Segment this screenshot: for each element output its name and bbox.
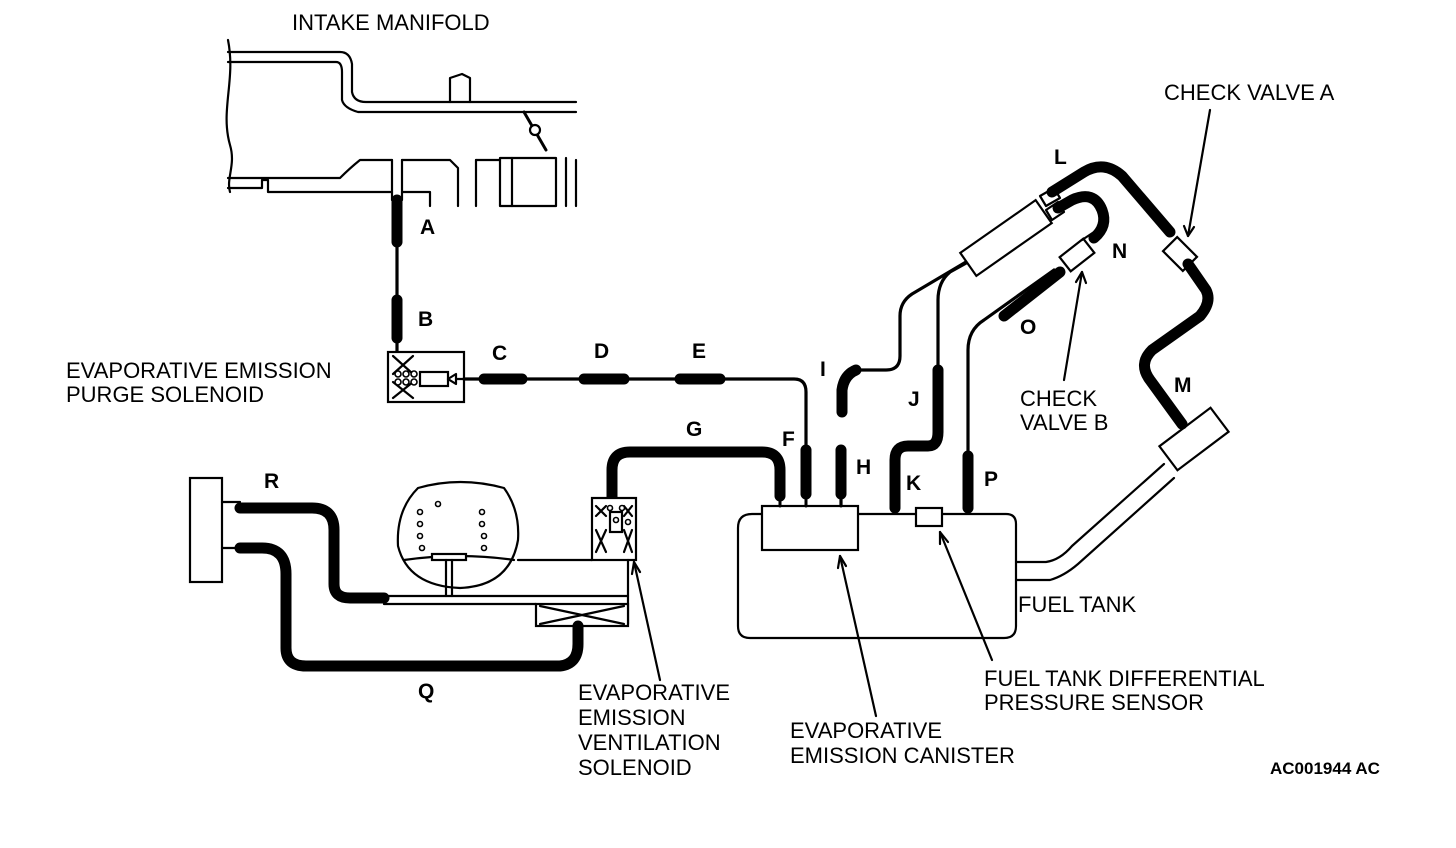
- hose-letter-m: M: [1174, 374, 1192, 397]
- labels: INTAKE MANIFOLD EVAPORATIVE EMISSION PUR…: [66, 10, 1380, 780]
- hose-letter-i: I: [820, 358, 826, 381]
- hose-letter-r: R: [264, 470, 279, 493]
- label-pressure-sensor-1: FUEL TANK DIFFERENTIAL: [984, 666, 1265, 691]
- hoses-p-o: [962, 266, 1066, 514]
- hose-letter-e: E: [692, 340, 706, 363]
- label-purge-solenoid-1: EVAPORATIVE EMISSION: [66, 358, 332, 383]
- leader-lines: [630, 108, 1212, 718]
- hose-letter-o: O: [1020, 316, 1036, 339]
- figure-code: AC001944 AC: [1270, 759, 1380, 778]
- label-canister-2: EMISSION CANISTER: [790, 743, 1015, 768]
- hose-g: [606, 446, 786, 504]
- fuel-tank: [736, 406, 1231, 640]
- label-check-valve-b-2: VALVE B: [1020, 410, 1108, 435]
- purge-solenoid: [386, 350, 482, 404]
- hose-letter-q: Q: [418, 680, 434, 703]
- intake-manifold: [225, 38, 578, 208]
- label-pressure-sensor-2: PRESSURE SENSOR: [984, 690, 1204, 715]
- hose-letter-labels: A B C D E F G H I J K L M N O P Q R: [264, 146, 1192, 703]
- vent-line-i: [854, 260, 968, 372]
- hose-letter-j: J: [908, 388, 920, 411]
- label-check-valve-b-1: CHECK: [1020, 386, 1097, 411]
- hose-m: [1139, 258, 1214, 430]
- hose-letter-k: K: [906, 472, 921, 495]
- evap-canister: [760, 492, 860, 552]
- hose-q: [234, 542, 584, 672]
- hose-letter-f: F: [782, 428, 795, 451]
- hose-o: [998, 266, 1066, 322]
- two-way-valve: [958, 198, 1054, 278]
- hose-r: [234, 502, 390, 604]
- check-valve-b: [1058, 230, 1096, 273]
- hose-letter-h: H: [856, 456, 871, 479]
- hose-l-n: [1038, 161, 1176, 244]
- label-ventilation-4: SOLENOID: [578, 755, 692, 780]
- hose-letter-a: A: [420, 216, 435, 239]
- hose-h-i: [835, 364, 862, 508]
- pressure-sensor: [914, 506, 944, 528]
- hose-k: [889, 364, 944, 514]
- hose-letter-l: L: [1054, 146, 1067, 169]
- hose-letter-d: D: [594, 340, 609, 363]
- hose-letter-b: B: [418, 308, 433, 331]
- label-ventilation-3: VENTILATION: [578, 730, 721, 755]
- hose-letter-g: G: [686, 418, 702, 441]
- hose-letter-c: C: [492, 342, 507, 365]
- air-cleaner: [188, 476, 630, 628]
- label-purge-solenoid-2: PURGE SOLENOID: [66, 382, 264, 407]
- label-intake-manifold: INTAKE MANIFOLD: [292, 10, 490, 35]
- label-ventilation-1: EVAPORATIVE: [578, 680, 730, 705]
- label-check-valve-a: CHECK VALVE A: [1164, 80, 1335, 105]
- label-ventilation-2: EMISSION: [578, 705, 686, 730]
- purge-line-cdef: [462, 373, 812, 500]
- hose-letter-n: N: [1112, 240, 1127, 263]
- hose-l: [1046, 161, 1176, 238]
- hose-i: [836, 364, 862, 418]
- label-fuel-tank: FUEL TANK: [1018, 592, 1137, 617]
- hose-letter-p: P: [984, 468, 998, 491]
- hose-n: [1052, 191, 1110, 244]
- label-canister-1: EVAPORATIVE: [790, 718, 942, 743]
- ventilation-solenoid: [590, 496, 638, 626]
